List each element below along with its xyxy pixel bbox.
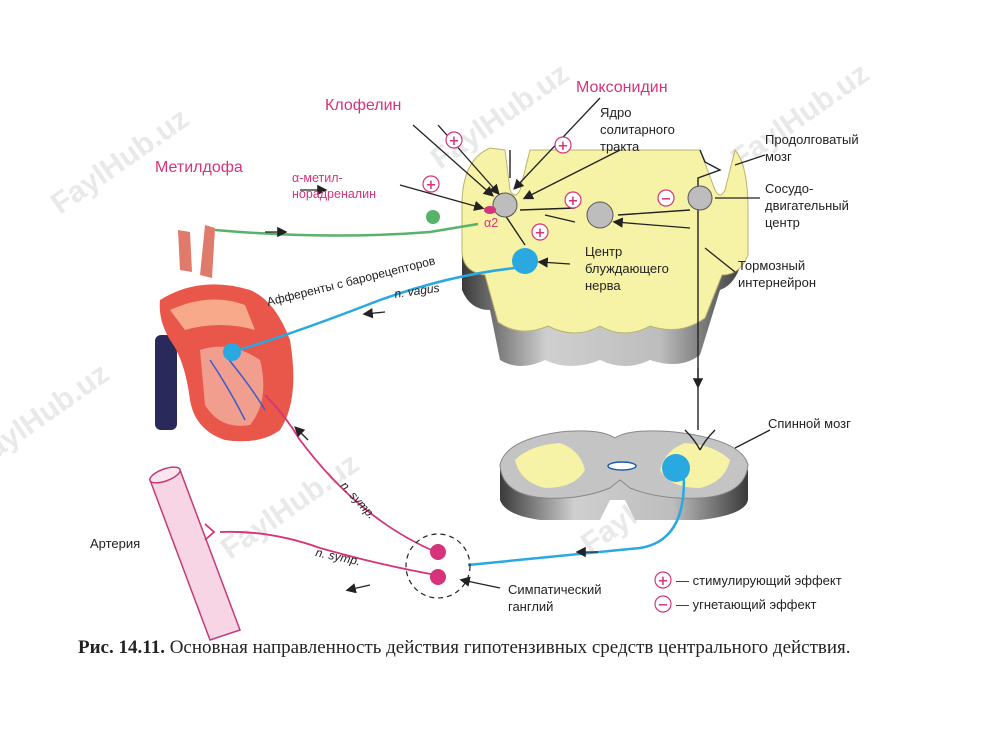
vagus-nerve [231, 266, 516, 354]
label-alpha-metil-1: α-метил- [292, 171, 343, 185]
label-simpat-1: Симпатический [508, 582, 602, 597]
artery [149, 466, 241, 641]
label-afferenty: Афференты с барорецепторов [265, 253, 436, 308]
nerve-paths [204, 149, 722, 576]
label-simpat-2: ганглий [508, 599, 553, 614]
label-tsentr-1: Центр [585, 244, 622, 259]
legend-stim: — стимулирующий эффект [676, 573, 842, 588]
label-spinnoy: Спинной мозг [768, 416, 851, 431]
label-prodolg-1: Продолговатый [765, 132, 859, 147]
vagus-center-neuron [512, 248, 538, 274]
baroreceptor-afferent [426, 210, 440, 224]
descending-pathway [697, 149, 722, 430]
plus-sign: + [535, 226, 546, 241]
label-alpha-metil-2: норадреналин [292, 187, 376, 201]
label-yadro-1: Ядро [600, 105, 631, 120]
arrows [265, 97, 771, 594]
label-moksonidin: Моксонидин [576, 79, 668, 96]
heart [155, 225, 294, 442]
afferent-nerve [214, 222, 479, 237]
minus-sign: − [661, 192, 672, 207]
label-yadro-2: солитарного [600, 122, 675, 137]
label-tsentr-3: нерва [585, 278, 621, 293]
plus-sign: + [558, 139, 569, 154]
alpha2-receptor [484, 206, 496, 214]
label-prodolg-2: мозг [765, 149, 792, 164]
vena-cava [155, 335, 177, 430]
label-n-symp-1: n. symp. [338, 479, 379, 522]
caption-label: Рис. 14.11. [78, 637, 165, 658]
symp-artery-nerve [219, 530, 437, 576]
vagus-ending [223, 343, 241, 361]
legend: + — стимулирующий эффект − — угнетающий … [654, 571, 842, 613]
preganglionic-nerve [467, 464, 686, 567]
label-tormoz-2: интернейрон [738, 275, 816, 290]
label-n-vagus: n. vagus [393, 281, 440, 301]
spinal-neuron [662, 454, 690, 482]
watermark: FaylHub.uz [215, 447, 365, 566]
plus-sign: + [449, 134, 460, 149]
vasomotor-center-neuron [687, 185, 713, 211]
inhibitory-interneuron [586, 201, 614, 229]
label-klofelin: Клофелин [325, 97, 401, 114]
watermark: FaylHub.uz [725, 57, 875, 176]
label-sosudo-2: двигательный [765, 198, 849, 213]
legend-plus-icon: + [658, 574, 669, 589]
label-sosudo-1: Сосудо- [765, 181, 813, 196]
label-alpha2: α2 [484, 216, 498, 230]
solitary-nucleus-neuron [492, 192, 518, 218]
label-metildofa: Метилдофа [155, 159, 243, 176]
legend-ugnet: — угнетающий эффект [676, 597, 817, 612]
label-tsentr-2: блуждающего [585, 261, 669, 276]
effect-signs: + + + + + − [422, 131, 675, 241]
plus-sign: + [426, 178, 437, 193]
label-yadro-3: тракта [600, 139, 640, 154]
label-n-symp-2: n. symp. [314, 545, 361, 568]
watermark: FaylHub.uz [0, 357, 115, 476]
symp-heart-nerve [264, 394, 437, 553]
figure-caption: Рис. 14.11. Основная направленность дейс… [78, 636, 938, 660]
caption-text: Основная направленность действия гипотен… [164, 637, 851, 658]
label-arteriya: Артерия [90, 536, 140, 551]
label-sosudo-3: центр [765, 215, 800, 230]
label-tormoz-1: Тормозный [738, 258, 805, 273]
plus-sign: + [568, 194, 579, 209]
sympathetic-ganglion [405, 533, 471, 599]
legend-minus-icon: − [658, 598, 669, 613]
